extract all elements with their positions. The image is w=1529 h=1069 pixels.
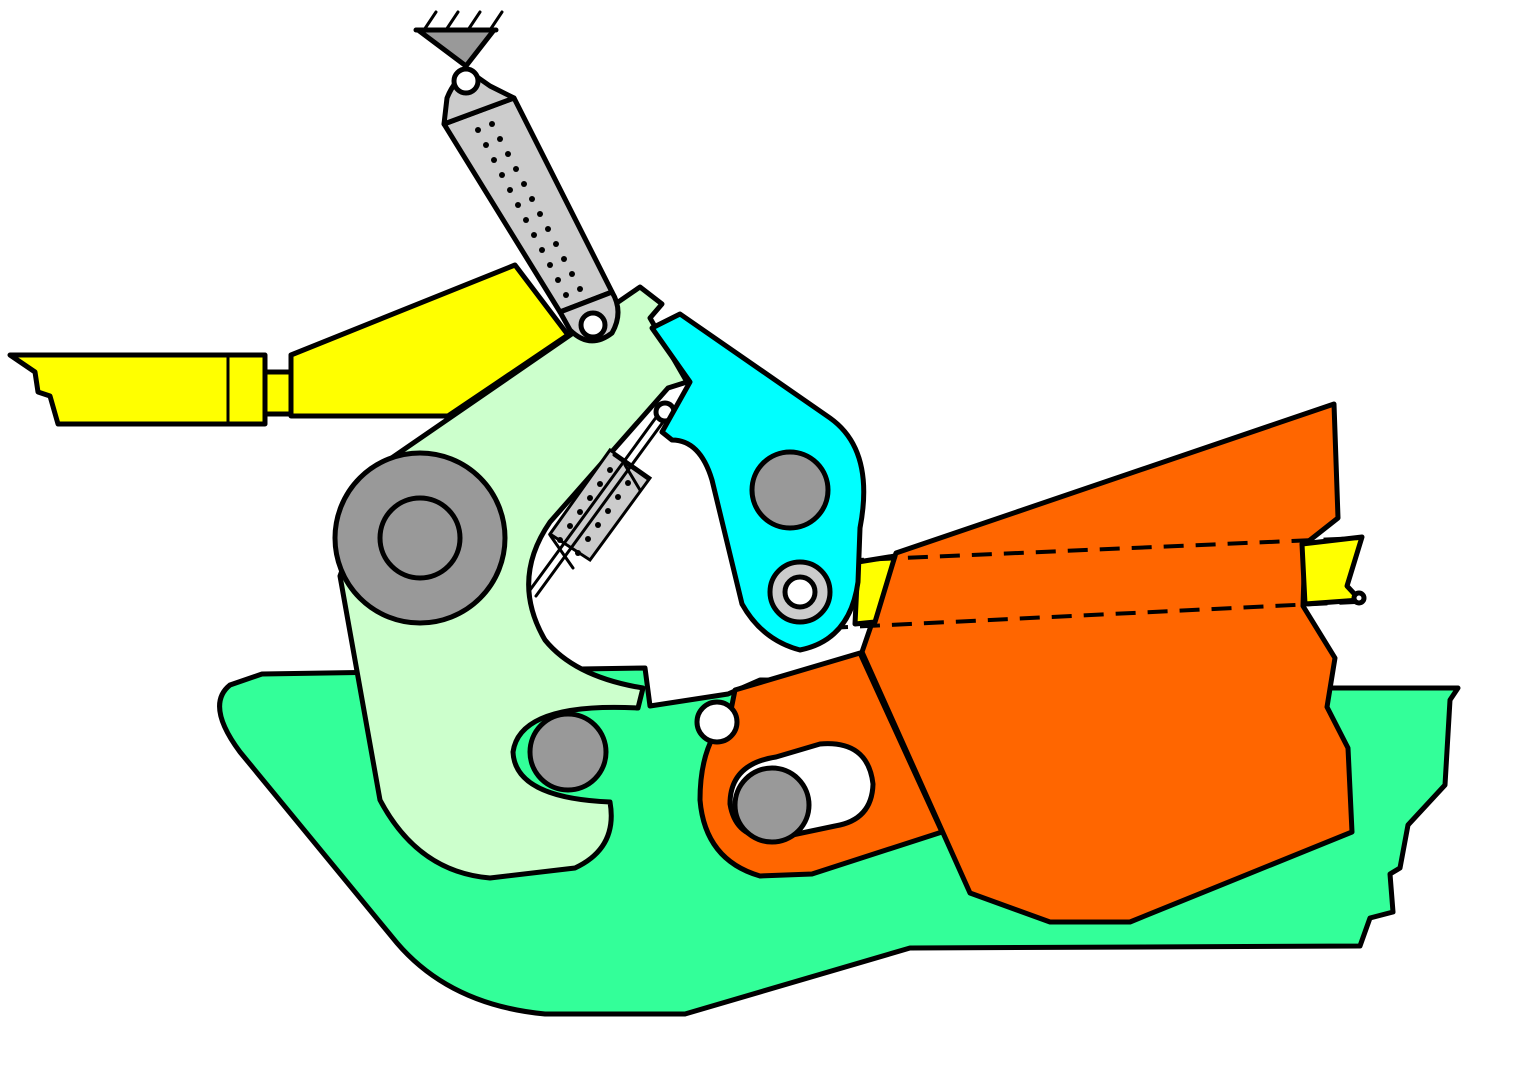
hidden-line-bottom — [827, 600, 1356, 630]
small-hole — [694, 699, 740, 745]
cylinder-collar — [262, 369, 294, 417]
slot-pin — [732, 765, 812, 845]
internal-spring — [528, 400, 677, 598]
ground-support — [413, 10, 504, 69]
main-pivot-pin — [377, 495, 463, 581]
latch — [649, 311, 867, 653]
main-lever — [332, 284, 690, 881]
hidden-line-top — [811, 536, 1361, 564]
cutter-block — [694, 401, 1355, 925]
lower-pin — [527, 711, 609, 793]
latch-pivot-pin — [749, 449, 831, 531]
cylinder-barrel — [7, 352, 268, 427]
spring-dots — [475, 121, 583, 298]
support-triangle-icon — [415, 27, 497, 69]
spring-strut — [441, 66, 621, 344]
hydraulic-cylinder — [7, 262, 1367, 630]
roller-inner — [782, 574, 818, 610]
